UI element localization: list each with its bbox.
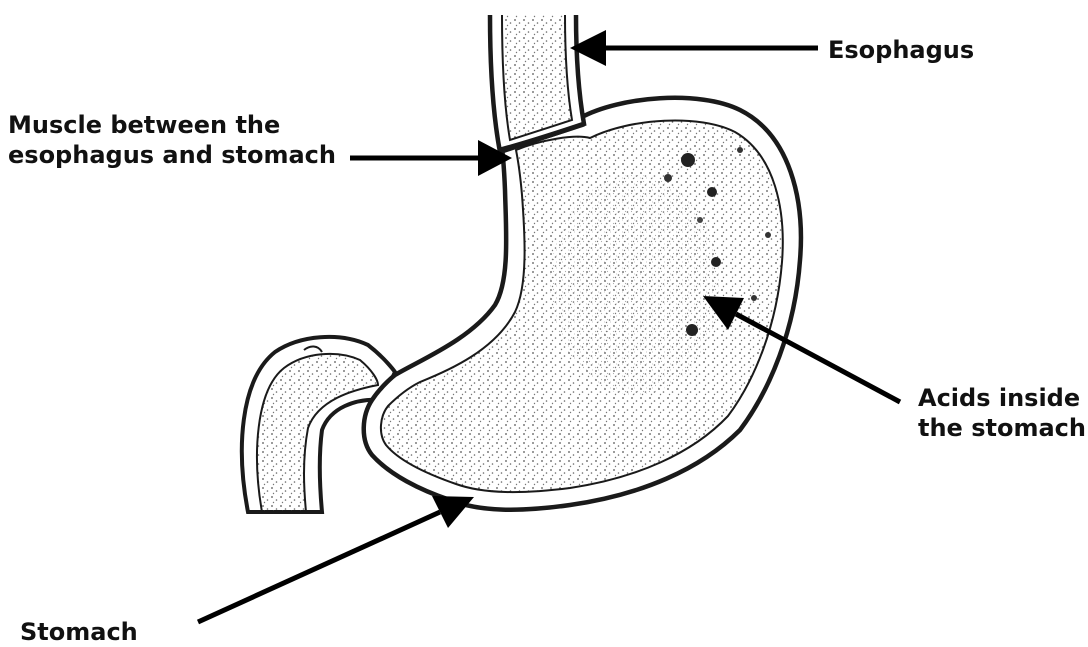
arrow-muscle [350, 140, 512, 176]
arrow-esophagus [570, 30, 818, 66]
label-acids-line1: Acids inside [918, 383, 1086, 413]
label-stomach: Stomach [20, 617, 138, 647]
label-stomach-text: Stomach [20, 617, 138, 647]
label-acids: Acids inside the stomach [918, 383, 1086, 443]
label-muscle-line1: Muscle between the [8, 110, 336, 140]
label-muscle-line2: esophagus and stomach [8, 140, 336, 170]
label-esophagus-text: Esophagus [828, 35, 974, 65]
arrow-stomach [198, 496, 474, 622]
label-acids-line2: the stomach [918, 413, 1086, 443]
label-esophagus: Esophagus [828, 35, 974, 65]
label-muscle: Muscle between the esophagus and stomach [8, 110, 336, 170]
